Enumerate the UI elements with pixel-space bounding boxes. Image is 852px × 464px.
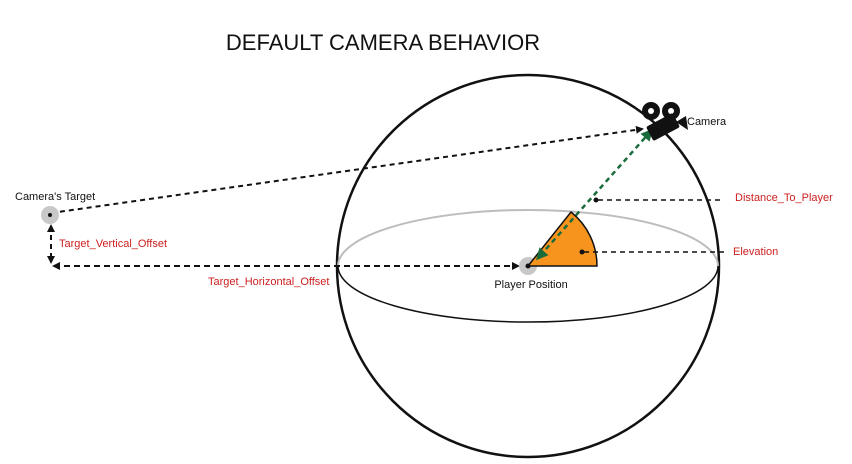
- equator-front-arc: [337, 265, 719, 323]
- camera-label: Camera: [687, 116, 727, 128]
- elevation-wedge: [526, 210, 598, 267]
- camera-to-player-line: [536, 128, 653, 261]
- elevation-label: Elevation: [733, 246, 778, 258]
- distance-to-player-label: Distance_To_Player: [735, 192, 833, 204]
- distance-leader-dot: [593, 197, 599, 203]
- cameras-target-label: Camera's Target: [15, 191, 95, 203]
- camera-target-dot: [48, 213, 52, 217]
- target-vertical-offset-label: Target_Vertical_Offset: [59, 238, 167, 250]
- target-horizontal-offset-label: Target_Horizontal_Offset: [208, 276, 329, 288]
- target-to-camera-line: [50, 125, 644, 214]
- player-position-label: Player Position: [494, 279, 567, 291]
- player-position-dot: [525, 263, 531, 269]
- equator-back-arc: [337, 209, 719, 267]
- elevation-leader-dot: [579, 249, 585, 255]
- diagram-title: DEFAULT CAMERA BEHAVIOR: [226, 30, 540, 55]
- movie-camera-icon: [642, 102, 688, 141]
